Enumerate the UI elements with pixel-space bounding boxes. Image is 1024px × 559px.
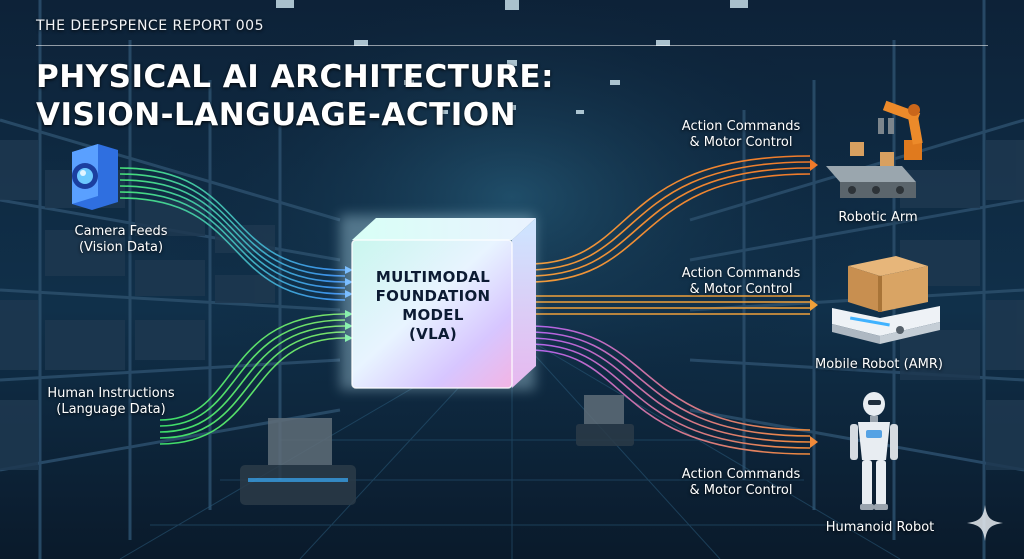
- humanoid-robot-icon: [850, 392, 898, 510]
- foundation-model-label: MULTIMODAL FOUNDATION MODEL (VLA): [358, 268, 508, 344]
- model-line-2: FOUNDATION: [375, 287, 491, 305]
- human-instructions-label: Human Instructions (Language Data): [26, 386, 196, 418]
- humanoid-arrowhead: [810, 436, 818, 448]
- vision-data-stream: [119, 167, 346, 301]
- sparkle-icon: [967, 505, 1003, 541]
- model-line-1: MULTIMODAL: [375, 268, 491, 286]
- page-title: PHYSICAL AI ARCHITECTURE: VISION-LANGUAG…: [36, 58, 554, 134]
- amr-arrowhead: [810, 299, 818, 311]
- camera-feeds-label: Camera Feeds (Vision Data): [46, 224, 196, 256]
- action-commands-label-humanoid: Action Commands & Motor Control: [666, 467, 816, 499]
- model-line-4: (VLA): [409, 325, 457, 343]
- action-stream-arm: [527, 155, 811, 283]
- action-line-2: & Motor Control: [689, 483, 793, 498]
- action-commands-label-arm: Action Commands & Motor Control: [666, 119, 816, 151]
- robotic-arm-icon: [826, 100, 923, 198]
- robotic-arm-label: Robotic Arm: [838, 210, 918, 225]
- language-data-stream: [159, 313, 346, 445]
- camera-feeds-line-2: (Vision Data): [78, 240, 164, 255]
- title-line-1: PHYSICAL AI ARCHITECTURE:: [36, 59, 555, 95]
- title-line-2: VISION-LANGUAGE-ACTION: [36, 97, 517, 133]
- humanoid-robot-label: Humanoid Robot: [825, 520, 935, 535]
- camera-icon: [72, 144, 118, 210]
- human-instructions-line-1: Human Instructions: [47, 386, 175, 401]
- action-line-1: Action Commands: [681, 266, 801, 281]
- header-divider: [36, 45, 988, 46]
- human-instructions-line-2: (Language Data): [56, 402, 166, 417]
- action-line-2: & Motor Control: [689, 282, 793, 297]
- mobile-robot-icon: [832, 256, 940, 344]
- action-stream-amr: [528, 295, 810, 315]
- mobile-robot-label: Mobile Robot (AMR): [815, 357, 943, 372]
- report-label: THE DEEPSPENCE REPORT 005: [36, 18, 264, 34]
- model-line-3: MODEL: [402, 306, 464, 324]
- background-agv: [240, 395, 634, 505]
- camera-feeds-line-1: Camera Feeds: [74, 224, 168, 239]
- action-commands-label-amr: Action Commands & Motor Control: [666, 266, 816, 298]
- foundation-model-cube: [340, 215, 536, 390]
- action-stream-humanoid: [527, 325, 811, 455]
- action-line-2: & Motor Control: [689, 135, 793, 150]
- action-line-1: Action Commands: [681, 467, 801, 482]
- arm-arrowhead: [810, 159, 818, 171]
- action-line-1: Action Commands: [681, 119, 801, 134]
